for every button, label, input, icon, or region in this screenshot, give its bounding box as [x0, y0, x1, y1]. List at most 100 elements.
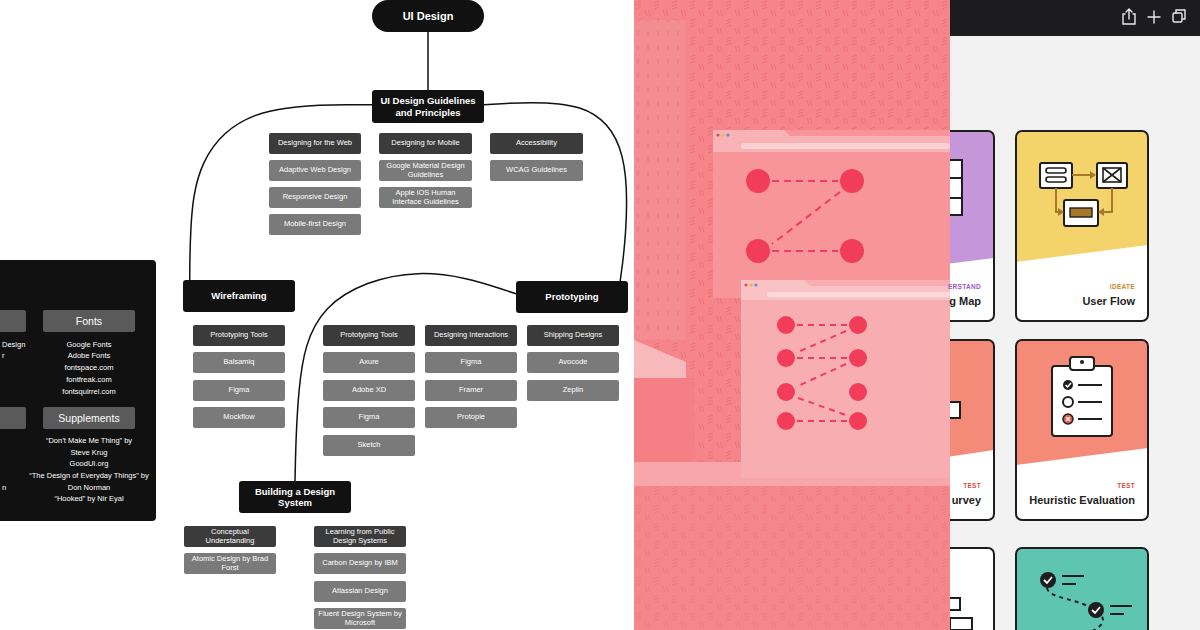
node-text: UI Design: [403, 10, 454, 22]
decor-rect: [634, 20, 686, 340]
decor-g: [797, 325, 847, 421]
decor-g: [1062, 576, 1132, 614]
decor-line: [1110, 605, 1132, 607]
node-text: Zeplin: [563, 386, 583, 395]
item-box: Atlassian Design: [314, 581, 406, 602]
node-text: Fonts: [76, 315, 102, 327]
decor-rect: [1016, 548, 1148, 630]
connector: [295, 274, 516, 481]
decor-rect: [950, 131, 994, 321]
decor-rect: [1016, 131, 1148, 321]
category-box: Wireframing: [183, 280, 295, 312]
item-box: Fluent Design System by Microsoft: [314, 608, 406, 629]
decor-rect: [1064, 200, 1098, 226]
decor-line: [797, 420, 847, 422]
item-box: Balsamiq: [193, 352, 285, 373]
panel-box: Supplements: [43, 407, 135, 429]
decor-g: [1123, 9, 1185, 24]
decor-g: [1078, 385, 1102, 419]
node-text: Supplements: [58, 412, 119, 424]
item-box: Mockflow: [193, 407, 285, 428]
decor-rect: [1016, 131, 1148, 321]
decor-rect: [741, 143, 950, 149]
decor-circle: [749, 283, 752, 286]
node-text: Mockflow: [223, 413, 254, 422]
node-text: Building a Design System: [244, 486, 346, 509]
connector: [427, 32, 429, 90]
topic-box: Prototyping Tools: [323, 325, 415, 346]
decor-g: [1046, 168, 1121, 182]
node-text: Prototyping Tools: [210, 331, 267, 340]
decor-g: [1016, 131, 1148, 321]
decor-rect: [1103, 168, 1121, 182]
node-text: WCAG Guidelines: [506, 166, 567, 175]
decor-circle: [721, 133, 724, 136]
decor-line: [798, 331, 846, 352]
decor-circle: [1063, 380, 1073, 390]
category-box: Prototyping: [516, 281, 628, 313]
node-text: Avocode: [558, 358, 587, 367]
decor-rect: [634, 486, 950, 630]
card-panel: [950, 0, 1200, 630]
method-card: TESTurvey: [952, 340, 994, 520]
node-text: Axure: [359, 358, 379, 367]
list-text: “Don’t Make Me Thing” by Steve Krug: [39, 435, 139, 458]
decor-path: [741, 280, 950, 300]
decor-g: [777, 316, 867, 430]
item-box: Protopie: [425, 407, 517, 428]
list-text: “The Design of Everyday Things” by Don N…: [29, 470, 149, 493]
decor-circle: [716, 133, 719, 136]
decor-rect: [950, 598, 960, 610]
decor-line: [772, 192, 840, 244]
list-text: “Hooked” by Nir Eyal: [29, 493, 149, 505]
topic-box: Prototyping Tools: [193, 325, 285, 346]
decor-circle: [726, 133, 729, 136]
decor-circle: [849, 349, 867, 367]
topic-box: Learning from Public Design Systems: [314, 526, 406, 547]
node-text: Carbon Design by IBM: [322, 559, 397, 568]
card-title: Heuristic Evaluation: [1029, 494, 1135, 506]
decor-rect: [1016, 548, 1148, 630]
item-box: Zeplin: [527, 380, 619, 401]
card-title: g Map: [949, 295, 981, 307]
node-text: Sketch: [358, 441, 381, 450]
decor-circle: [777, 383, 795, 401]
decor-path: [1072, 174, 1093, 176]
decor-g: [1040, 163, 1127, 226]
decor-circle: [777, 316, 795, 334]
stage-label: IDEATE: [1110, 283, 1135, 290]
decor-rect: [713, 130, 950, 298]
decor-circle: [1063, 414, 1073, 424]
decor-polygon: [950, 340, 994, 470]
node-text: Wireframing: [211, 290, 266, 301]
decor-path: [713, 130, 950, 152]
list-text: fontspace.com: [39, 362, 139, 374]
connector: [484, 102, 627, 281]
node-text: Atlassian Design: [332, 587, 388, 596]
panel-box: Fonts: [43, 310, 135, 332]
decor-circle: [849, 316, 867, 334]
decor-line: [772, 180, 838, 182]
item-box: Axure: [323, 352, 415, 373]
item-box: Adobe XD: [323, 380, 415, 401]
decor-polygon: [634, 340, 686, 378]
method-card: IDEATEUser Flow: [1016, 131, 1148, 321]
node-text: Adobe XD: [352, 386, 386, 395]
node-text: Fluent Design System by Microsoft: [318, 610, 402, 627]
topic-box: Shipping Designs: [527, 325, 619, 346]
stage-label: ERSTAND: [948, 283, 981, 290]
decor-circle: [777, 349, 795, 367]
decor-rect: [634, 378, 694, 462]
decor-path: [1044, 577, 1052, 583]
item-box: Figma: [323, 407, 415, 428]
node-text: Figma: [229, 386, 250, 395]
item-box: Adaptive Web Design: [269, 160, 361, 181]
decor-circle: [849, 383, 867, 401]
item-box: Carbon Design by IBM: [314, 553, 406, 574]
item-box: Apple iOS Human Interface Guidelines: [379, 187, 472, 208]
item-box: Avocode: [527, 352, 619, 373]
cut-box: [0, 310, 26, 332]
node-text: Framer: [459, 386, 483, 395]
decor-path: [1092, 607, 1100, 613]
